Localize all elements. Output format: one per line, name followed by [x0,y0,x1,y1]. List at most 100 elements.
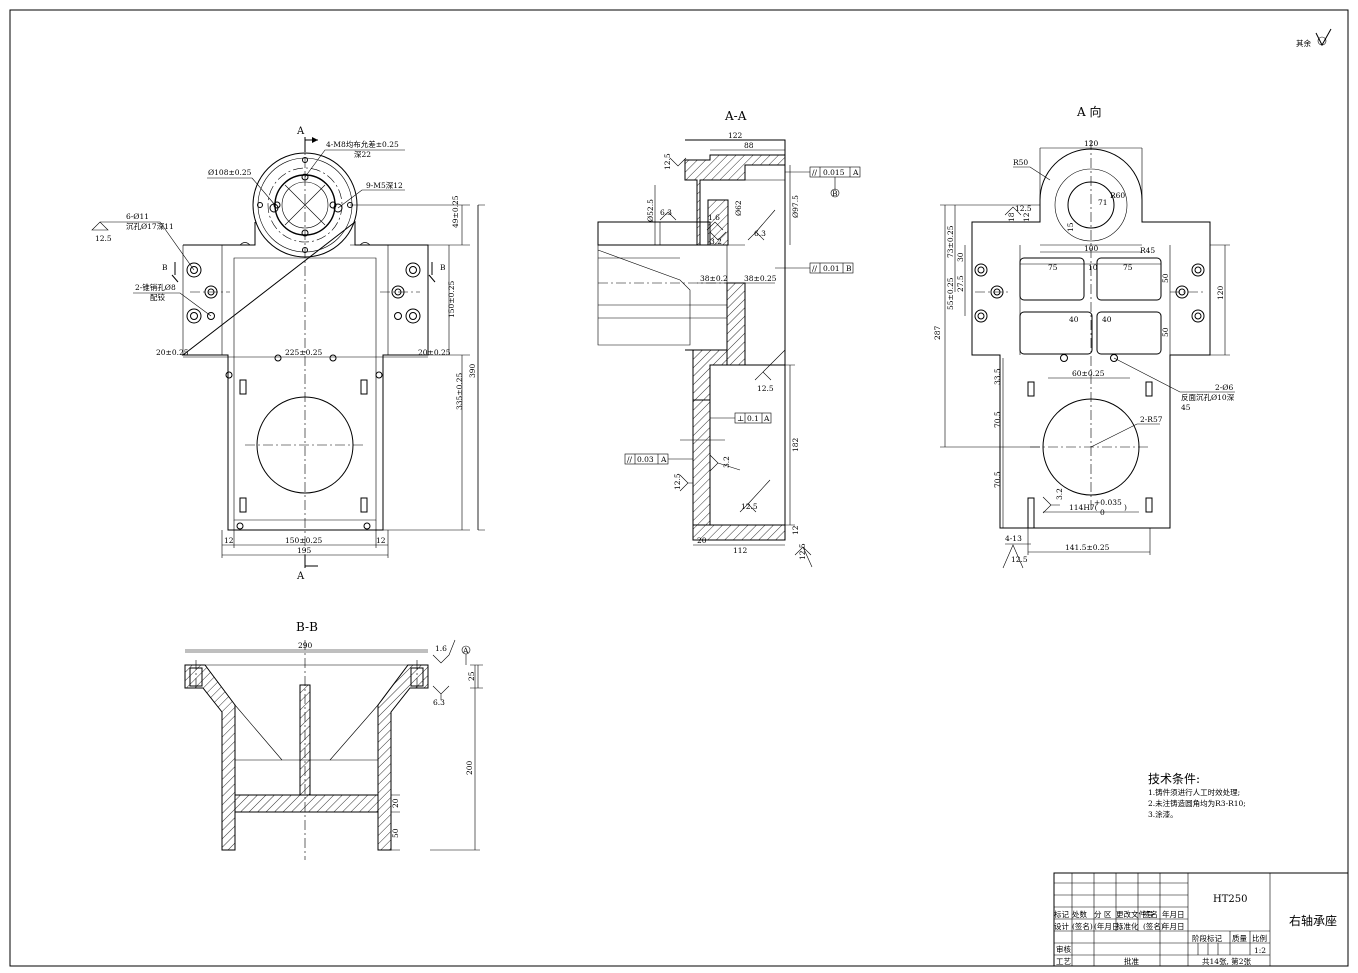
dim-114-close: ) [1124,503,1127,512]
view-a-title: A 向 [1076,104,1101,119]
scale-value: 1:2 [1254,946,1266,955]
dim-38-a: 38±0.2 [700,274,728,283]
svg-text://: // [627,455,633,464]
sheet-count: 共14张, 第2张 [1202,956,1252,966]
svg-text:签名: 签名 [1143,909,1158,919]
svg-text:0.01: 0.01 [823,264,840,273]
svg-text:6.3: 6.3 [660,208,672,217]
roughness-symbols-aa: 12.5 6.3 1.6 3.2 6.3 12.5 12.5 3.2 12.5 … [659,153,813,568]
tolerance-frame-4: // 0.03 A [624,439,725,465]
dim-120-top: 120 [1084,139,1099,148]
dim-195: 195 [297,546,312,555]
dim-290: 290 [298,641,313,650]
tolerance-frame-1: // 0.015 A B [785,166,861,198]
svg-text:⊥: ⊥ [737,414,744,423]
callout-taper-pin-ream: 配铰 [150,292,165,302]
section-a-a-view: A-A 122 88 Ø52.5 Ø62 Ø97.5 38±0.2 38±0.2… [597,109,861,568]
dim-335: 335±0.25 [455,372,464,410]
svg-text:1.6: 1.6 [435,644,447,653]
section-bb-title: B-B [296,620,318,634]
callout-2-dia6: 2-Ø6 [1215,383,1233,392]
svg-text:标记: 标记 [1054,909,1070,919]
review-label: 审核 [1056,944,1072,954]
roughness-check-icon [1315,28,1332,47]
technical-requirements: 技术条件: 1.铸件须进行人工时效处理; 2.未注铸造圆角均为R3-R10; 3… [1148,772,1246,819]
callout-counterbore: 沉孔Ø17深11 [126,222,174,231]
datum-a-circle: A [462,646,469,655]
dim-18: 18 [1007,212,1016,222]
dim-75-right: 75 [1123,263,1133,272]
approve-label: 批准 [1124,956,1140,966]
dim-150-horizontal: 150±0.25 [285,536,323,545]
section-mark-a-bottom: A [296,571,305,582]
dim-182: 182 [791,437,800,452]
svg-text:年月日: 年月日 [1162,921,1185,931]
corner-note-text: 其余 [1296,38,1312,48]
svg-text:0.1: 0.1 [747,414,759,423]
dim-r50: R50 [1013,158,1028,167]
sheet-border [9,9,1349,967]
callout-counterbore-back: 反面沉孔Ø10深 [1181,392,1235,402]
dim-25: 25 [467,671,476,681]
dim-88: 88 [744,141,754,150]
dim-27-5: 27.5 [956,275,965,292]
svg-text:6.3: 6.3 [433,698,445,707]
dim-287: 287 [933,325,942,340]
dim-20-right: 20±0.25 [418,348,451,357]
dim-15: 15 [1066,222,1075,232]
svg-text:A: A [852,168,859,177]
dim-55: 55±0.25 [946,277,955,310]
svg-text:(签名): (签名) [1072,921,1093,931]
svg-text:12.5: 12.5 [798,543,807,560]
svg-text:12.5: 12.5 [1011,555,1028,564]
dim-390: 390 [468,363,477,378]
svg-text://: // [812,168,818,177]
section-aa-title: A-A [724,109,747,123]
dim-70-5-upper: 70.5 [993,411,1002,428]
svg-text:12.5: 12.5 [757,384,774,393]
dim-38-b: 38±0.25 [744,274,777,283]
callout-m8: 4-M8均布允差±0.25 [326,139,399,149]
svg-text:A: A [660,455,667,464]
tech-req-title: 技术条件: [1148,772,1200,786]
title-part-name: 右轴承座 [1289,913,1337,928]
dim-dia52-5: Ø52.5 [646,199,655,222]
dim-12-aa: 12 [791,525,800,535]
dim-40-left: 40 [1069,315,1079,324]
tech-req-item-3: 3.涂漆。 [1148,809,1178,819]
dim-r60: R60 [1110,191,1125,200]
svg-text:B: B [846,264,852,273]
svg-text:0.015: 0.015 [823,168,845,177]
front-view: A A B B [91,126,485,582]
dim-50-lower: 50 [1161,327,1170,337]
dim-2-r57: 2-R57 [1140,415,1163,424]
dim-10: 10 [1088,263,1098,272]
dim-40-right: 40 [1102,315,1112,324]
tech-req-item-1: 1.铸件须进行人工时效处理; [1148,787,1240,797]
section-mark-b-right: B [440,263,446,272]
dim-114: 114H7( [1069,503,1098,512]
mass-label: 质量 [1232,933,1248,943]
dim-71: 71 [1098,198,1108,207]
dim-150-vertical: 150±0.25 [447,280,456,318]
general-roughness-note: 其余 [1296,28,1332,48]
svg-text:更改文件号: 更改文件号 [1116,909,1154,919]
dim-50-upper: 50 [1161,273,1170,283]
dim-70-5-lower: 70.5 [993,471,1002,488]
dim-33-5: 33.5 [993,368,1002,385]
dim-12-left: 12 [224,536,234,545]
svg-text:0.03: 0.03 [637,455,654,464]
callout-dia108: Ø108±0.25 [208,168,252,177]
stage-label: 阶段标记 [1192,933,1222,943]
callout-m8-depth: 深22 [354,150,371,159]
svg-text:年月日: 年月日 [1162,909,1185,919]
section-mark-b-left: B [162,263,168,272]
dim-dia97-5: Ø97.5 [791,195,800,218]
dim-120-right: 120 [1216,285,1225,300]
dim-20-left: 20±0.25 [156,348,189,357]
process-label: 工艺 [1056,957,1071,966]
section-b-b-view: B-B 290 25 200 20 50 1.6 6.3 A [184,620,483,860]
svg-text:A: A [763,414,770,423]
title-block: HT250 右轴承座 标记 处数 分 区 更改文件号 签名 年月日 设计 (签名… [1053,872,1349,967]
scale-label: 比例 [1252,933,1267,943]
